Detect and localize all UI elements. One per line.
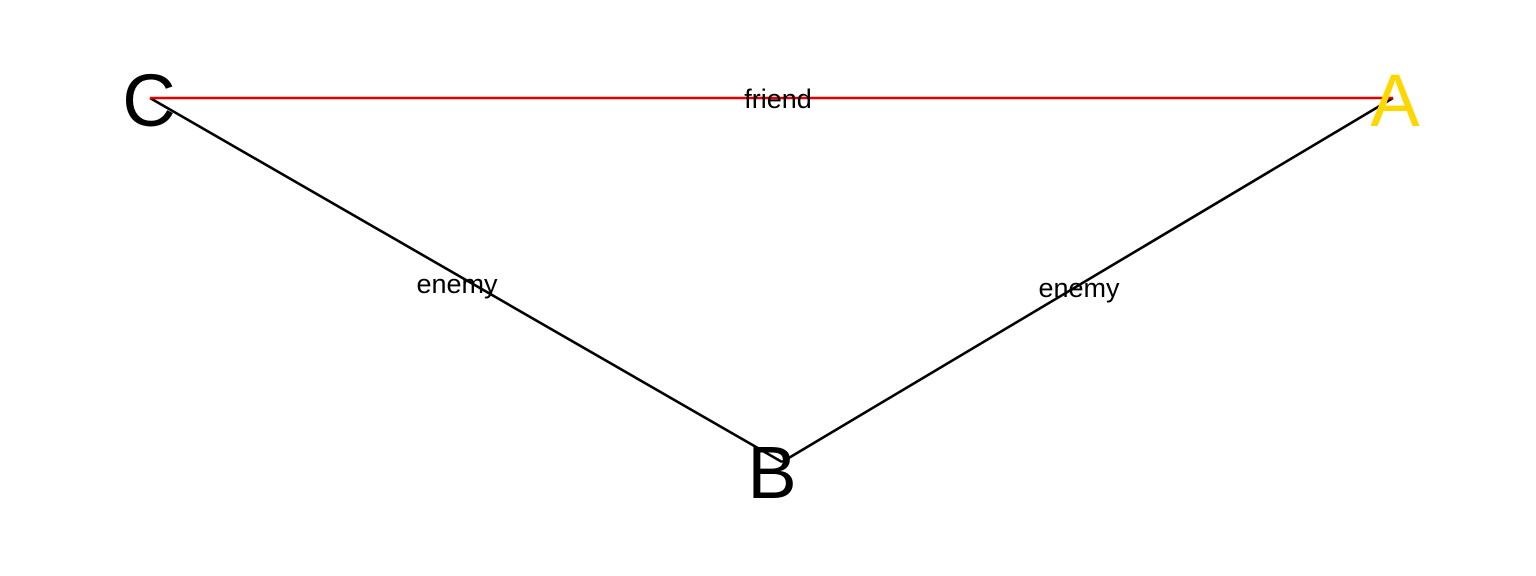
node-c: C: [122, 59, 175, 142]
edge-labels-layer: friend enemy enemy: [416, 84, 1120, 303]
edge-label-C-B: enemy: [416, 269, 498, 299]
edge-label-C-A: friend: [744, 84, 812, 114]
edge-C-B: [149, 96, 783, 464]
node-a: A: [1370, 59, 1420, 142]
edges-layer: [149, 96, 1394, 464]
edge-label-B-A: enemy: [1038, 273, 1120, 303]
nodes-layer: A B C: [122, 59, 1420, 514]
edge-B-A: [781, 96, 1394, 464]
node-b: B: [747, 431, 796, 514]
